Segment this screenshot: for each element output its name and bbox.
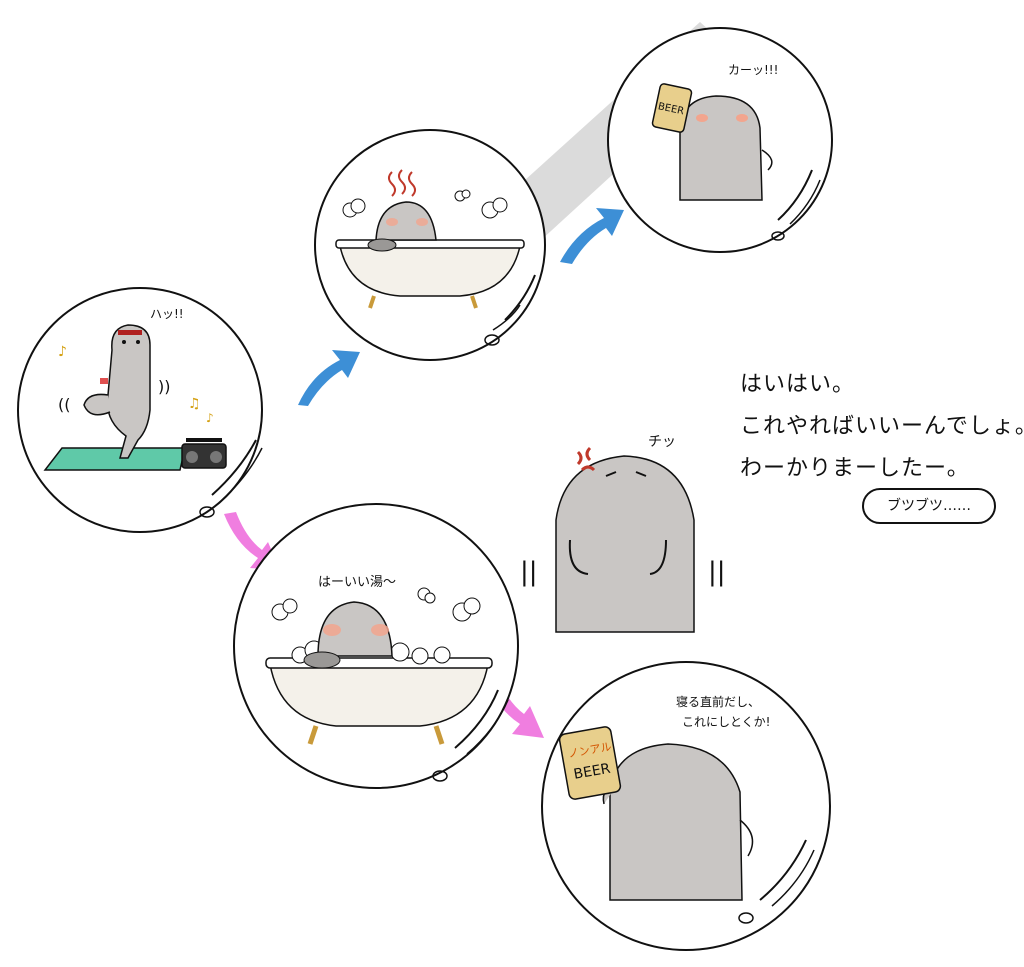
motion-lines: (( [58, 395, 70, 414]
nonalc-beer-can-icon: ノンアル BEER [558, 726, 622, 800]
bubble-nonalc-beer: ノンアル BEER 寝る直前だし、 これにしとくか! [541, 661, 831, 951]
bubble-hot-bath [314, 129, 546, 361]
music-note-icon: ♪ [206, 411, 214, 425]
bath-speech: はーいい湯〜 [318, 575, 396, 590]
tsk-sound: チッ [648, 434, 676, 450]
anger-mark-icon [576, 446, 596, 472]
shake-lines: || [708, 557, 726, 587]
svg-text:BEER: BEER [657, 101, 685, 117]
exercise-exclaim: ハッ!! [150, 307, 184, 321]
motion-lines: )) [158, 377, 170, 396]
arrow-blue-1 [298, 350, 360, 406]
monologue-line-3: わーかりまーしたー。 [740, 456, 970, 481]
nonalc-speech-2: これにしとくか! [682, 715, 770, 729]
bubble-good-bath: はーいい湯〜 [233, 503, 519, 789]
music-note-icon: ♫ [188, 396, 201, 412]
monologue-line-2: これやればいいーんでしょ。 [740, 414, 1024, 439]
music-note-icon: ♪ [58, 344, 67, 360]
beer-can-icon: BEER [651, 83, 693, 133]
grumpy-seal: || || チッ [520, 434, 726, 633]
beer-exclaim: カーッ!!! [728, 63, 778, 77]
monologue-line-1: はいはい。 [740, 372, 856, 397]
boombox-icon [181, 438, 227, 469]
bubble-beer: BEER カーッ!!! [607, 27, 833, 253]
arrow-blue-2 [560, 208, 624, 264]
nonalc-speech-1: 寝る直前だし、 [676, 694, 760, 709]
bubble-exercise: ♪ ♫ ♪ (( )) ハッ!! [17, 287, 263, 533]
seal-exercising [83, 324, 151, 459]
svg-text:BEER: BEER [572, 761, 612, 783]
grumble-bubble: ブツブツ…… [862, 488, 996, 524]
monologue: はいはい。 これやればいいーんでしょ。 わーかりまーしたー。 [740, 364, 1024, 490]
yoga-mat [43, 447, 186, 471]
shake-lines: || [520, 557, 538, 587]
